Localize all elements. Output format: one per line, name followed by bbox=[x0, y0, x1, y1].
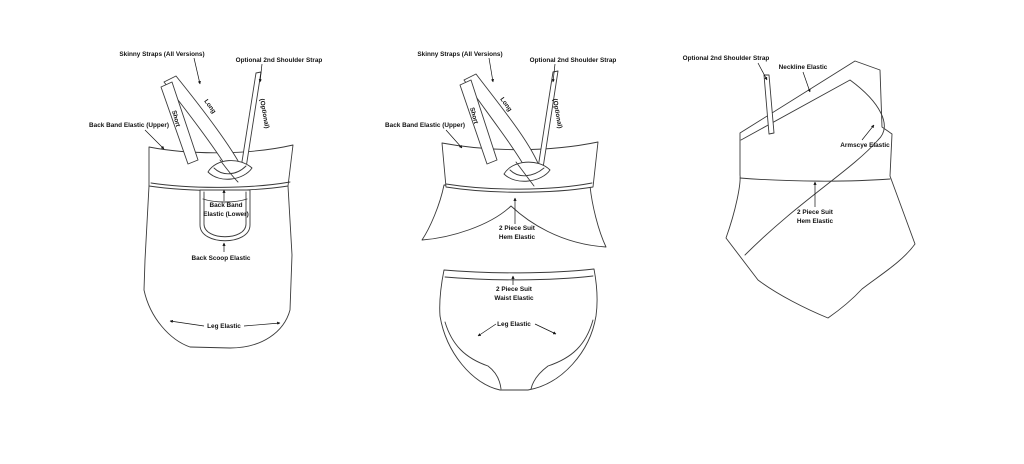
back-scoop-inner bbox=[203, 191, 247, 238]
strap-knot-fold bbox=[213, 159, 247, 183]
leg-opening-right bbox=[530, 319, 594, 390]
label-skinny-straps: Skinny Straps (All Versions) bbox=[119, 51, 204, 58]
arrow bbox=[757, 62, 768, 81]
label-waist-2: Waist Elastic bbox=[494, 295, 534, 302]
arrow bbox=[193, 57, 201, 85]
label-optional: (Optional) bbox=[551, 98, 563, 129]
label-optional-strap: Optional 2nd Shoulder Strap bbox=[530, 57, 617, 64]
arrow bbox=[861, 124, 875, 141]
asymmetric-one-piece: Optional 2nd Shoulder Strap Neckline Ela… bbox=[683, 55, 916, 319]
arrow bbox=[445, 129, 463, 149]
strap-knot-fold bbox=[509, 161, 545, 187]
arrow bbox=[258, 63, 263, 83]
arrow bbox=[802, 71, 811, 93]
arrow bbox=[551, 63, 556, 83]
bottom-body bbox=[439, 268, 598, 391]
arrow bbox=[477, 323, 497, 337]
back-band-lower bbox=[202, 198, 248, 203]
label-waist-1: 2 Piece Suit bbox=[496, 286, 533, 293]
skinny-strap-short bbox=[160, 81, 199, 165]
label-short: Short bbox=[468, 107, 479, 126]
label-hem-2: Hem Elastic bbox=[797, 218, 834, 225]
label-back-scoop: Back Scoop Elastic bbox=[192, 255, 251, 262]
label-armscye: Armscye Elastic bbox=[840, 142, 890, 149]
one-piece-back-view: Skinny Straps (All Versions) Optional 2n… bbox=[89, 51, 323, 349]
label-hem-1: 2 Piece Suit bbox=[499, 225, 536, 232]
label-back-band-upper: Back Band Elastic (Upper) bbox=[89, 122, 169, 129]
arrow bbox=[488, 57, 495, 83]
label-optional-strap: Optional 2nd Shoulder Strap bbox=[683, 55, 770, 62]
label-hem-2: Hem Elastic bbox=[499, 234, 536, 241]
arrow bbox=[144, 129, 165, 150]
waist-seam bbox=[444, 275, 594, 281]
strap-knot bbox=[503, 161, 551, 182]
label-back-band-lower-2: Elastic (Lower) bbox=[203, 211, 248, 218]
label-back-band-upper: Back Band Elastic (Upper) bbox=[385, 122, 465, 129]
top-band-seam bbox=[445, 182, 593, 190]
waist-seam bbox=[739, 177, 891, 182]
label-hem-1: 2 Piece Suit bbox=[797, 209, 834, 216]
arrow bbox=[169, 319, 205, 327]
label-optional-strap: Optional 2nd Shoulder Strap bbox=[236, 57, 323, 64]
label-short: Short bbox=[170, 110, 181, 129]
label-neckline: Neckline Elastic bbox=[779, 64, 828, 71]
skinny-strap-short bbox=[459, 79, 498, 165]
label-back-band-lower-1: Back Band bbox=[209, 202, 242, 209]
two-piece-bottom: 2 Piece Suit Waist Elastic Leg Elastic bbox=[439, 268, 598, 391]
one-piece-body bbox=[143, 185, 293, 349]
peplum bbox=[421, 184, 607, 248]
two-piece-top: Skinny Straps (All Versions) Optional 2n… bbox=[385, 51, 617, 248]
back-scoop bbox=[199, 189, 251, 242]
neckline-panel-seam bbox=[740, 79, 885, 256]
label-leg-elastic: Leg Elastic bbox=[207, 323, 241, 330]
strap-knot bbox=[207, 160, 253, 180]
label-leg-elastic: Leg Elastic bbox=[497, 321, 531, 328]
leg-opening-left bbox=[444, 321, 502, 390]
arrow bbox=[534, 323, 557, 335]
label-skinny-straps: Skinny Straps (All Versions) bbox=[417, 51, 502, 58]
label-optional: (Optional) bbox=[258, 98, 270, 129]
arrow bbox=[243, 321, 281, 327]
optional-shoulder-strap bbox=[763, 74, 775, 135]
back-band-seam bbox=[150, 181, 291, 188]
